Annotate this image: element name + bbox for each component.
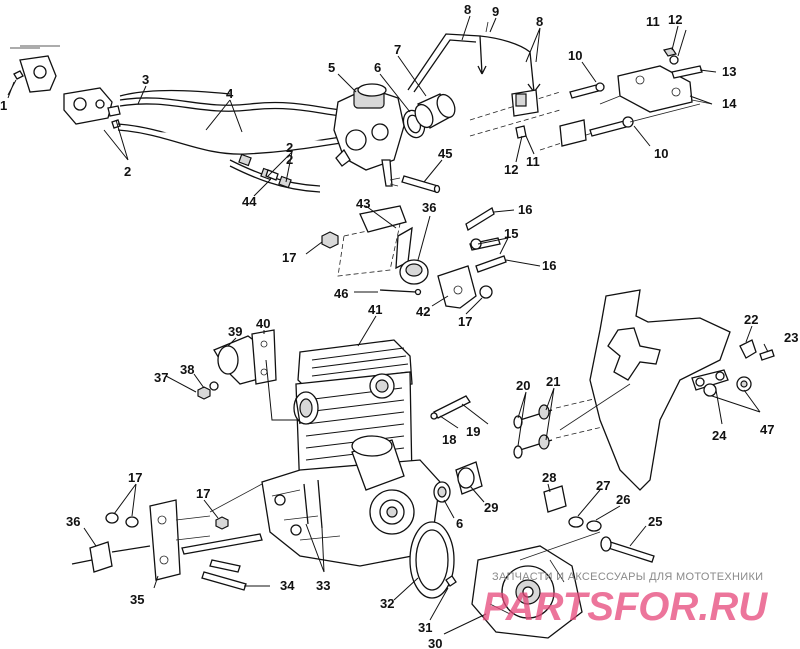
callout-36: 36 <box>422 200 436 215</box>
callout-2: 2 <box>124 164 131 179</box>
callout-3: 3 <box>142 72 149 87</box>
callout-2c: 2 <box>286 152 293 167</box>
callout-11: 11 <box>646 14 660 29</box>
callout-6b: 6 <box>456 516 463 531</box>
callout-8b: 8 <box>536 14 543 29</box>
leader-lines <box>7 15 769 635</box>
callout-8: 8 <box>464 2 471 17</box>
callout-36b: 36 <box>66 514 80 529</box>
callout-38: 38 <box>180 362 194 377</box>
callout-33: 33 <box>316 578 330 593</box>
engine-mount-top <box>321 205 507 309</box>
carburetor <box>333 83 456 194</box>
watermark-tagline: ЗАПЧАСТИ И АКСЕССУАРЫ ДЛЯ МОТОТЕХНИКИ <box>492 571 763 583</box>
callout-16: 16 <box>518 202 532 217</box>
watermark: ЗАПЧАСТИ И АКСЕССУАРЫ ДЛЯ МОТОТЕХНИКИ PA… <box>482 571 768 629</box>
callout-2b: 2 <box>286 140 293 155</box>
callout-39: 39 <box>228 324 242 339</box>
callout-26: 26 <box>616 492 630 507</box>
callout-20: 20 <box>516 378 530 393</box>
intake-manifold <box>197 329 300 421</box>
callout-28: 28 <box>542 470 556 485</box>
callout-19: 19 <box>466 424 480 439</box>
callout-46: 46 <box>334 286 348 301</box>
callout-10: 10 <box>568 48 582 63</box>
frame-plate <box>559 289 775 491</box>
callout-17: 17 <box>282 250 296 265</box>
callout-13: 13 <box>722 64 736 79</box>
callout-34: 34 <box>280 578 295 593</box>
callout-25: 25 <box>648 514 662 529</box>
callout-18: 18 <box>442 432 456 447</box>
callout-30: 30 <box>428 636 442 649</box>
callout-17d: 17 <box>196 486 210 501</box>
clutch-cover <box>409 521 583 639</box>
callout-32: 32 <box>380 596 394 611</box>
callout-27: 27 <box>596 478 610 493</box>
callout-4: 4 <box>226 86 234 101</box>
callout-16b: 16 <box>542 258 556 273</box>
callout-40: 40 <box>256 316 270 331</box>
watermark-brand: PARTSFOR.RU <box>482 585 768 629</box>
callout-42: 42 <box>416 304 430 319</box>
callout-15: 15 <box>504 226 518 241</box>
callout-45: 45 <box>438 146 452 161</box>
throttle-cable <box>407 21 541 93</box>
callout-17b: 17 <box>458 314 472 329</box>
dowel-pin <box>430 395 471 420</box>
callout-35: 35 <box>130 592 144 607</box>
callout-41: 41 <box>368 302 382 317</box>
callout-6: 6 <box>374 60 381 75</box>
callout-21: 21 <box>546 374 560 389</box>
clamp-and-seal <box>433 461 483 503</box>
callout-44: 44 <box>242 194 257 209</box>
callout-10b: 10 <box>654 146 668 161</box>
callout-11b: 11 <box>526 154 540 169</box>
callout-23: 23 <box>784 330 798 345</box>
callout-14: 14 <box>722 96 737 111</box>
callout-29: 29 <box>484 500 498 515</box>
callout-1: 1 <box>0 98 7 113</box>
callout-12b: 12 <box>504 162 518 177</box>
callout-17c: 17 <box>128 470 142 485</box>
shaft-hardware <box>519 485 655 563</box>
callout-22: 22 <box>744 312 758 327</box>
callout-24: 24 <box>712 428 727 443</box>
fuel-line-assembly <box>7 45 353 193</box>
mount-bracket-assembly <box>469 47 713 151</box>
callout-37: 37 <box>154 370 168 385</box>
callout-7: 7 <box>394 42 401 57</box>
callout-12: 12 <box>668 12 682 27</box>
callout-43: 43 <box>356 196 370 211</box>
callout-47: 47 <box>760 422 774 437</box>
callout-5: 5 <box>328 60 335 75</box>
engine-mount-bottom <box>71 483 263 591</box>
engine-block <box>261 339 441 567</box>
callout-9: 9 <box>492 4 499 19</box>
callout-31: 31 <box>418 620 432 635</box>
